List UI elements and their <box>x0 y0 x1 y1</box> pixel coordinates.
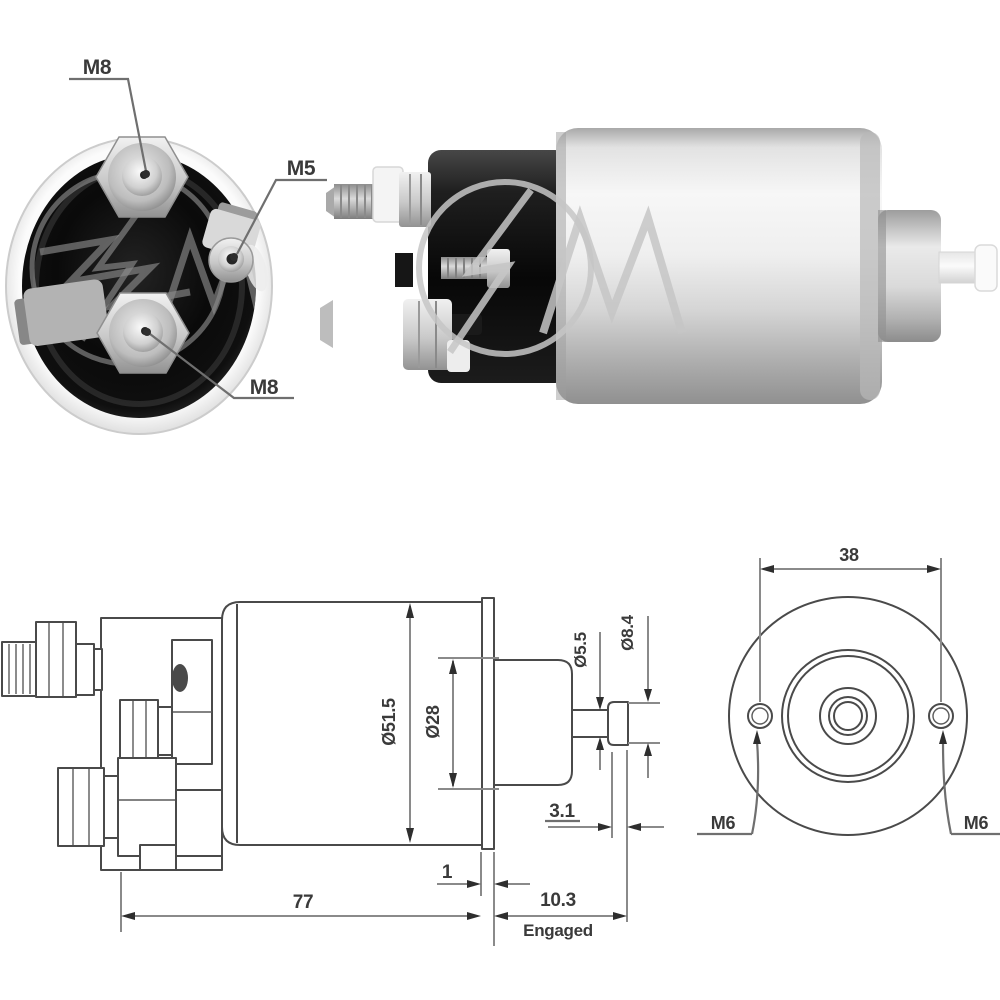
photo-solenoid-body <box>556 128 882 404</box>
dim-boss-diameter-text: Ø28 <box>423 705 443 738</box>
dim-body-length: 77 <box>120 872 481 932</box>
m8-top-label-text: M8 <box>83 56 112 79</box>
front-view-drawing: 38 M6 M6 <box>697 545 1000 836</box>
dim-rod-diameter-text: Ø5.5 <box>571 632 590 668</box>
dim-flange-thickness-text: 1 <box>442 862 453 883</box>
m6-left-label-text: M6 <box>711 813 736 833</box>
photo-plunger-rod <box>938 251 978 284</box>
m6-right-label-text: M6 <box>964 813 989 833</box>
dim-cap-diameter: Ø8.4 <box>618 614 652 778</box>
dim-plunger-travel-text: 10.3 <box>540 890 576 911</box>
dim-cap-offset-text: 3.1 <box>549 801 575 822</box>
m6-right-label: M6 <box>939 730 1000 836</box>
drawing-plunger-cap <box>607 701 629 746</box>
m8-bottom-label-text: M8 <box>250 376 279 399</box>
leader-dot <box>142 170 150 178</box>
dim-body-length-text: 77 <box>293 892 314 913</box>
dim-boss-diameter: Ø28 <box>423 657 499 790</box>
dim-hole-spacing: 38 <box>759 545 942 702</box>
battery-terminal-stud-top <box>95 136 189 218</box>
solenoid-product-photo <box>320 128 998 404</box>
photo-nose-step <box>878 210 941 342</box>
dim-cap-diameter-text: Ø8.4 <box>618 614 637 651</box>
cropped-stud-fragment <box>320 300 333 348</box>
photo-plunger-tip <box>974 244 998 292</box>
dim-plunger-travel: 10.3 Engaged <box>494 890 627 940</box>
drawing-left-mount-hole <box>747 703 773 729</box>
drawing-right-mount-hole <box>928 703 954 729</box>
m8-top-label: M8 <box>69 56 150 178</box>
drawing-top-stud <box>1 621 103 698</box>
drawing-middle-stud <box>119 639 213 765</box>
lower-terminal-bracket <box>14 279 109 346</box>
photo-top-stud <box>326 166 431 227</box>
drawing-plunger-rod <box>571 709 609 738</box>
engaged-note-text: Engaged <box>523 921 593 940</box>
dim-cap-offset: 3.1 <box>545 750 664 922</box>
motor-terminal-stud-bottom <box>96 292 190 374</box>
dim-rod-diameter: Ø5.5 <box>571 632 604 770</box>
dim-body-diameter: Ø51.5 <box>379 603 414 843</box>
drawing-nose-boss <box>493 659 573 786</box>
side-view-drawing: Ø51.5 Ø28 Ø5.5 Ø8.4 <box>1 597 664 946</box>
m8-bottom-label: M8 <box>143 328 294 400</box>
dim-hole-spacing-text: 38 <box>839 545 859 565</box>
drawing-flange-outline <box>728 596 968 836</box>
zm-logo-watermark-right <box>416 179 686 357</box>
leader-dot <box>230 253 238 261</box>
photo-bottom-stud <box>403 299 482 372</box>
terminal-end-photo: M8 M5 M8 <box>5 56 327 435</box>
drawing-solenoid-body <box>221 601 483 846</box>
dim-body-diameter-text: Ø51.5 <box>379 698 399 746</box>
m6-left-label: M6 <box>697 730 761 836</box>
leader-dot <box>143 328 151 336</box>
m5-label-text: M5 <box>287 157 316 180</box>
dim-flange-thickness: 1 <box>437 852 530 946</box>
drawing-mounting-flange <box>481 597 495 850</box>
m5-label: M5 <box>230 157 327 261</box>
drawing-bottom-stud <box>57 757 223 871</box>
